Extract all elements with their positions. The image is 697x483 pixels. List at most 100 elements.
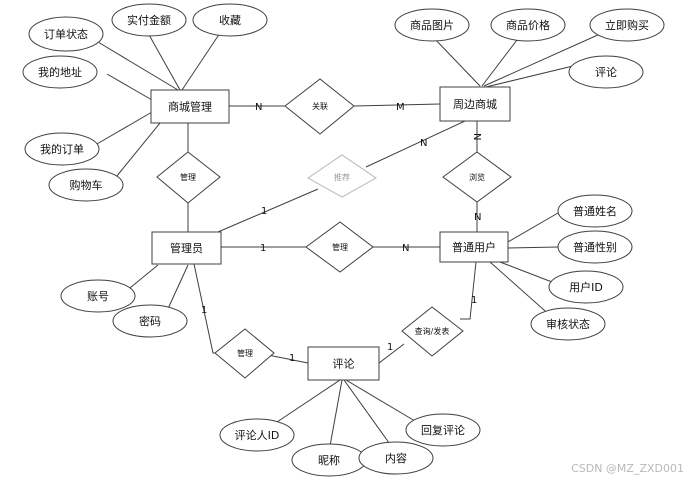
attribute-audit-status: 审核状态 xyxy=(530,307,606,341)
cardinality-mall-assoc: N xyxy=(255,102,262,113)
cardinality-user-browse: N xyxy=(474,212,481,223)
entity-admin-label: 管理员 xyxy=(170,241,203,255)
line-nearby-comment xyxy=(485,65,574,88)
line-recommend-nearby xyxy=(365,120,466,168)
cardinality-user-manage: N xyxy=(402,243,409,254)
relationship-recommend-label: 推荐 xyxy=(334,172,350,182)
line-user-audit xyxy=(489,261,554,319)
entity-review: 评论 xyxy=(307,346,380,381)
attribute-content-label: 内容 xyxy=(385,451,407,465)
relationship-manage-review: 管理 xyxy=(214,328,275,379)
line-manage-review xyxy=(267,354,309,364)
attribute-user-name-label: 普通姓名 xyxy=(573,204,617,218)
watermark-text: CSDN @MZ_ZXD001 xyxy=(571,462,684,475)
entity-mall: 商城管理 xyxy=(150,89,230,124)
attribute-nickname: 昵称 xyxy=(291,443,367,477)
attribute-favorite-label: 收藏 xyxy=(219,13,241,27)
line-nearby-price xyxy=(481,35,521,87)
line-mall-address xyxy=(106,73,153,101)
line-admin-password xyxy=(165,264,189,314)
attribute-my-address: 我的地址 xyxy=(22,55,98,89)
attribute-user-id: 用户ID xyxy=(548,270,624,304)
entity-review-label: 评论 xyxy=(333,357,355,371)
connector-lines xyxy=(89,29,601,448)
entity-admin: 管理员 xyxy=(151,231,222,265)
attribute-product-image-label: 商品图片 xyxy=(410,18,454,32)
relationship-browse: 浏览 xyxy=(442,151,512,203)
line-admin-account xyxy=(124,264,159,293)
line-review-browse-post xyxy=(378,343,405,364)
line-mall-orders xyxy=(89,111,153,149)
attribute-nickname-label: 昵称 xyxy=(318,453,340,467)
attribute-password: 密码 xyxy=(112,304,188,338)
attribute-reply-label: 回复评论 xyxy=(421,423,465,437)
relationship-manage-mall-label: 管理 xyxy=(180,172,196,182)
line-mall-order-status xyxy=(97,41,179,91)
attribute-product-price: 商品价格 xyxy=(490,8,566,42)
attribute-user-name: 普通姓名 xyxy=(557,194,633,228)
attribute-my-address-label: 我的地址 xyxy=(38,65,82,79)
cardinality-review-user: 1 xyxy=(387,342,393,353)
relationship-recommend: 推荐 xyxy=(307,154,377,198)
relationship-browse-post: 查询/发表 xyxy=(401,306,464,357)
attribute-my-orders: 我的订单 xyxy=(24,132,100,166)
attribute-user-id-label: 用户ID xyxy=(569,280,603,294)
attribute-cart-label: 购物车 xyxy=(70,178,103,192)
line-review-content xyxy=(343,379,393,448)
cardinality-nearby-browse: N xyxy=(471,133,482,140)
entity-user: 普通用户 xyxy=(439,231,509,263)
attribute-audit-status-label: 审核状态 xyxy=(546,317,590,331)
attribute-product-image: 商品图片 xyxy=(394,8,470,42)
attribute-user-gender: 普通性别 xyxy=(557,230,633,264)
relationship-browse-post-label: 查询/发表 xyxy=(415,326,450,336)
attribute-order-status-label: 订单状态 xyxy=(44,27,88,41)
relationship-manage-user: 管理 xyxy=(305,221,374,273)
relationship-browse-label: 浏览 xyxy=(469,172,485,182)
relationship-associate: 关联 xyxy=(284,78,355,135)
entity-nearby: 周边商城 xyxy=(439,86,511,122)
cardinality-admin-review: 1 xyxy=(201,305,207,316)
line-nearby-image xyxy=(431,35,481,87)
attribute-content: 内容 xyxy=(358,441,434,475)
line-associate-nearby xyxy=(353,103,441,107)
line-admin-recommend xyxy=(217,188,319,233)
line-review-reply xyxy=(345,379,421,425)
line-browse-post-user xyxy=(460,261,477,320)
attribute-comment-label: 评论 xyxy=(595,65,617,79)
attribute-product-price-label: 商品价格 xyxy=(506,18,550,32)
line-review-reviewer xyxy=(267,379,341,429)
cardinality-review-admin: 1 xyxy=(289,353,295,364)
cardinality-nearby-assoc: M xyxy=(396,102,405,113)
attribute-reply: 回复评论 xyxy=(405,413,481,447)
line-mall-favorite xyxy=(181,29,223,91)
line-mall-cart xyxy=(111,122,161,183)
relationship-manage-mall: 管理 xyxy=(156,151,221,204)
attribute-buy-now: 立即购买 xyxy=(589,8,665,42)
entity-user-label: 普通用户 xyxy=(452,240,496,254)
entity-nearby-label: 周边商城 xyxy=(453,97,497,111)
relationship-manage-user-label: 管理 xyxy=(332,242,348,252)
attribute-paid-amount-label: 实付金额 xyxy=(127,13,171,27)
attribute-order-status: 订单状态 xyxy=(28,16,104,52)
attribute-user-gender-label: 普通性别 xyxy=(573,240,617,254)
line-user-gender xyxy=(507,246,559,249)
attribute-buy-now-label: 立即购买 xyxy=(605,18,649,32)
cardinality-admin-manage: 1 xyxy=(260,243,266,254)
line-mall-paid-amount xyxy=(147,32,181,91)
attribute-favorite: 收藏 xyxy=(192,3,268,37)
attribute-comment: 评论 xyxy=(568,55,644,89)
attribute-account: 账号 xyxy=(60,279,136,313)
line-user-id xyxy=(499,261,553,283)
line-review-nickname xyxy=(329,379,343,447)
attribute-paid-amount: 实付金额 xyxy=(111,3,187,37)
attribute-reviewer-id: 评论人ID xyxy=(219,418,295,452)
attribute-my-orders-label: 我的订单 xyxy=(40,142,84,156)
relationship-associate-label: 关联 xyxy=(312,101,328,111)
cardinality-admin-rec: 1 xyxy=(261,206,267,217)
attribute-cart: 购物车 xyxy=(48,168,124,202)
entity-mall-label: 商城管理 xyxy=(168,100,212,114)
attribute-reviewer-id-label: 评论人ID xyxy=(235,428,280,442)
attribute-account-label: 账号 xyxy=(87,290,109,303)
